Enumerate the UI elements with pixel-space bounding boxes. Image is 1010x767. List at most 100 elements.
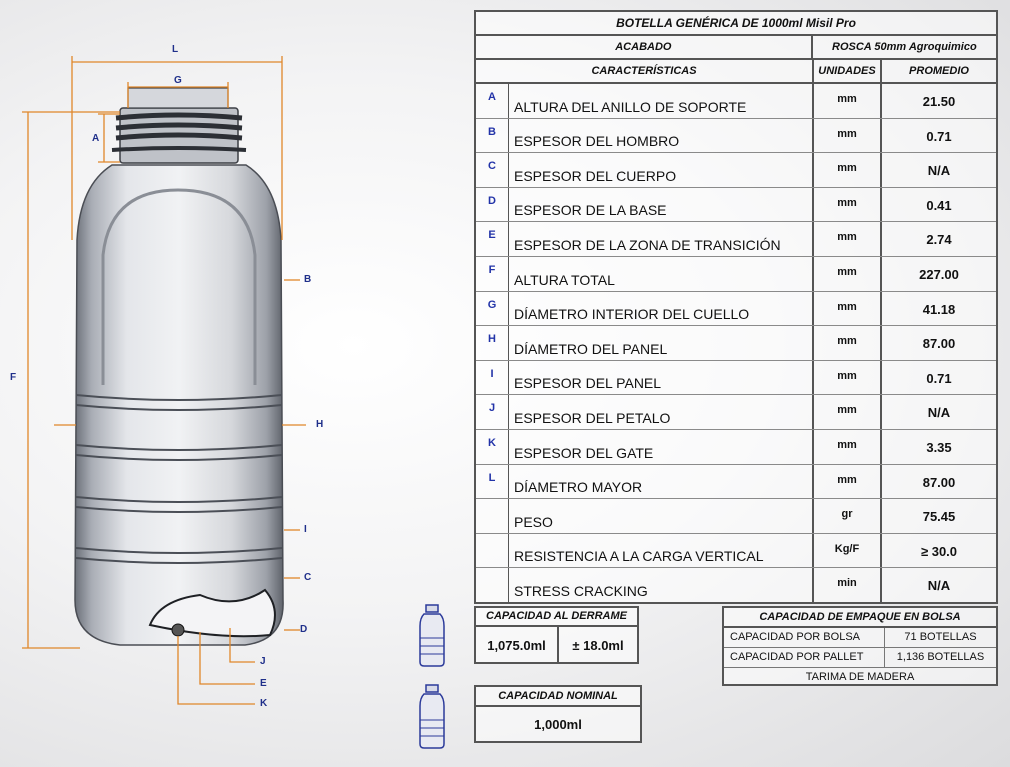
spec-row-letter: G xyxy=(487,298,497,311)
spec-row-letter: H xyxy=(488,333,496,346)
spec-row-name: DÍAMETRO INTERIOR DEL CUELLO xyxy=(508,291,812,326)
spec-row-value: 0.71 xyxy=(880,360,996,395)
dimension-label-a: A xyxy=(92,133,100,144)
spec-row-name: ALTURA DEL ANILLO DE SOPORTE xyxy=(508,84,812,118)
packing-row: CAPACIDAD POR PALLET 1,136 BOTELLAS xyxy=(724,648,996,668)
spec-row-name: DÍAMETRO MAYOR xyxy=(508,464,812,499)
spec-row-letter: L xyxy=(488,471,496,484)
packing-footer: TARIMA DE MADERA xyxy=(805,671,915,683)
spec-row-unit: mm xyxy=(812,84,880,118)
spec-row-unit: mm xyxy=(812,326,880,360)
spec-row-letter: K xyxy=(488,436,496,449)
column-header-characteristics: CARACTERÍSTICAS xyxy=(591,65,697,77)
packing-row-value: 71 BOTELLAS xyxy=(884,628,996,647)
overflow-capacity-box: CAPACIDAD AL DERRAME 1,075.0ml ± 18.0ml xyxy=(474,606,639,664)
dimension-label-l: L xyxy=(172,44,179,55)
nominal-capacity-title: CAPACIDAD NOMINAL xyxy=(476,687,640,707)
spec-row-name: ESPESOR DEL HOMBRO xyxy=(508,118,812,153)
overflow-capacity-tolerance: ± 18.0ml xyxy=(556,627,637,664)
spec-row-unit: mm xyxy=(812,256,880,291)
dimension-label-c: C xyxy=(304,572,312,583)
spec-row-value: 87.00 xyxy=(880,464,996,499)
spec-row-value: N/A xyxy=(880,395,996,429)
spec-row-unit: mm xyxy=(812,395,880,429)
spec-row-letter: J xyxy=(488,402,496,415)
spec-row-unit: mm xyxy=(812,187,880,222)
spec-row-unit: Kg/F xyxy=(812,533,880,568)
finish-label: ACABADO xyxy=(615,41,672,53)
dimension-label-f: F xyxy=(10,372,17,383)
spec-row-value: ≥ 30.0 xyxy=(880,533,996,568)
spec-row-unit: mm xyxy=(812,291,880,326)
dimension-label-d: D xyxy=(300,624,308,635)
spec-row-name: ESPESOR DE LA ZONA DE TRANSICIÓN xyxy=(508,222,812,256)
spec-row-value: 75.45 xyxy=(880,499,996,533)
spec-row-letter: C xyxy=(488,160,496,173)
packing-capacity-title: CAPACIDAD DE EMPAQUE EN BOLSA xyxy=(724,608,996,628)
spec-row-letter xyxy=(476,568,508,602)
packing-row-label: CAPACIDAD POR PALLET xyxy=(730,651,864,663)
column-header-row: CARACTERÍSTICAS UNIDADES PROMEDIO xyxy=(476,60,996,84)
spec-row-value: 0.71 xyxy=(880,118,996,153)
column-header-average: PROMEDIO xyxy=(880,60,996,82)
dimension-lines xyxy=(22,56,306,705)
spec-row-letter: A xyxy=(488,91,496,103)
spec-row-value: N/A xyxy=(880,568,996,602)
finish-row: ACABADO ROSCA 50mm Agroquimico xyxy=(476,36,996,60)
dimension-label-i: I xyxy=(304,524,307,535)
spec-row-name: STRESS CRACKING xyxy=(508,568,812,602)
finish-value: ROSCA 50mm Agroquimico xyxy=(810,36,996,58)
dimension-label-e: E xyxy=(260,678,267,689)
bottle-icon xyxy=(419,604,445,667)
spec-row-letter xyxy=(476,534,508,568)
spec-row-value: N/A xyxy=(880,153,996,187)
spec-row-name: DÍAMETRO DEL PANEL xyxy=(508,326,812,360)
spec-row-unit: mm xyxy=(812,153,880,187)
spec-row-value: 0.41 xyxy=(880,187,996,222)
spec-row-name: ESPESOR DE LA BASE xyxy=(508,187,812,222)
spec-row-unit: gr xyxy=(812,499,880,533)
spec-row-value: 41.18 xyxy=(880,291,996,326)
dimension-label-h: H xyxy=(316,419,324,430)
bottle-neck xyxy=(111,87,247,164)
spec-row-value: 21.50 xyxy=(880,84,996,118)
spec-row-name: ESPESOR DEL CUERPO xyxy=(508,153,812,187)
spec-row-unit: mm xyxy=(812,118,880,153)
spec-row-value: 2.74 xyxy=(880,222,996,256)
spec-row-unit: mm xyxy=(812,360,880,395)
dimension-label-k: K xyxy=(260,698,268,709)
packing-row-value: 1,136 BOTELLAS xyxy=(884,648,996,667)
column-header-units: UNIDADES xyxy=(812,60,880,82)
nominal-capacity-value: 1,000ml xyxy=(534,717,582,732)
overflow-capacity-title: CAPACIDAD AL DERRAME xyxy=(476,608,637,627)
spec-row-unit: mm xyxy=(812,222,880,256)
spec-row-letter xyxy=(476,499,508,533)
spec-row-unit: mm xyxy=(812,429,880,464)
spec-row-unit: mm xyxy=(812,464,880,499)
spec-row-letter: I xyxy=(490,367,494,380)
packing-row-label: CAPACIDAD POR BOLSA xyxy=(730,631,860,643)
bottle-rings xyxy=(75,394,283,564)
spec-row-letter: B xyxy=(488,125,496,138)
overflow-capacity-value: 1,075.0ml xyxy=(487,638,546,653)
spec-row-name: ALTURA TOTAL xyxy=(508,256,812,291)
packing-capacity-box: CAPACIDAD DE EMPAQUE EN BOLSA CAPACIDAD … xyxy=(722,606,998,686)
bottle-icon xyxy=(419,684,445,749)
dimension-label-b: B xyxy=(304,274,312,285)
bottle-upper-panel xyxy=(101,188,257,385)
